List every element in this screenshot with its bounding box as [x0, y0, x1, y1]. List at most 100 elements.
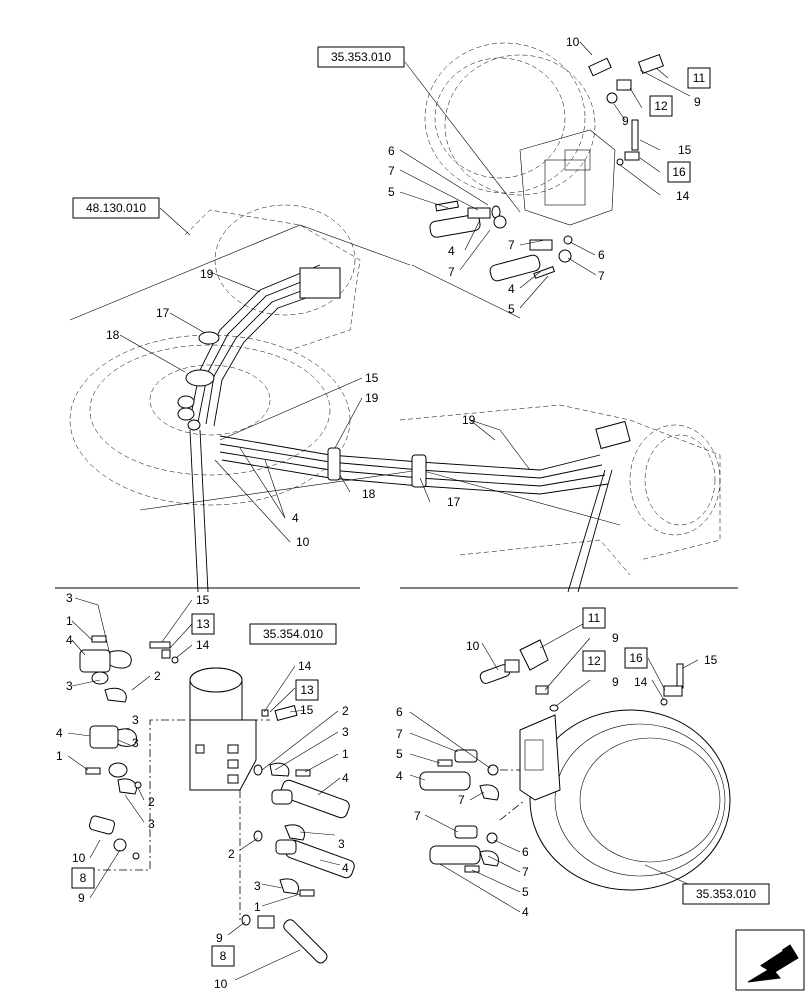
svg-text:13: 13	[196, 617, 210, 631]
svg-text:10: 10	[296, 535, 310, 549]
svg-text:16: 16	[629, 651, 643, 665]
svg-text:15: 15	[704, 653, 718, 667]
svg-text:14: 14	[298, 659, 312, 673]
bottom-left-parts	[79, 635, 179, 860]
svg-text:17: 17	[447, 495, 461, 509]
svg-text:9: 9	[694, 95, 701, 109]
svg-text:4: 4	[342, 861, 349, 875]
track-motor-bottom	[499, 709, 731, 891]
svg-text:13: 13	[300, 683, 314, 697]
svg-text:7: 7	[458, 793, 465, 807]
svg-text:35.353.010: 35.353.010	[696, 887, 756, 901]
svg-text:11: 11	[588, 611, 601, 625]
svg-text:2: 2	[148, 795, 155, 809]
svg-text:1: 1	[254, 900, 261, 914]
svg-text:15: 15	[300, 703, 314, 717]
svg-text:19: 19	[200, 267, 214, 281]
bottom-right-fittings	[419, 639, 684, 873]
svg-text:6: 6	[522, 845, 529, 859]
svg-text:10: 10	[72, 851, 86, 865]
svg-text:6: 6	[388, 144, 395, 158]
svg-text:10: 10	[466, 639, 480, 653]
svg-text:7: 7	[508, 238, 515, 252]
svg-text:1: 1	[66, 614, 73, 628]
svg-text:14: 14	[676, 189, 690, 203]
svg-text:7: 7	[388, 164, 395, 178]
svg-text:3: 3	[148, 817, 155, 831]
svg-text:5: 5	[388, 185, 395, 199]
svg-text:7: 7	[448, 265, 455, 279]
svg-text:4: 4	[342, 771, 349, 785]
svg-text:4: 4	[56, 726, 63, 740]
svg-text:7: 7	[414, 809, 421, 823]
arrow-left-down-icon[interactable]	[735, 929, 805, 991]
svg-text:18: 18	[362, 487, 376, 501]
svg-text:3: 3	[338, 837, 345, 851]
svg-text:10: 10	[214, 977, 228, 991]
reference-undercarriage[interactable]: 48.130.010	[72, 197, 160, 219]
svg-text:16: 16	[672, 165, 686, 179]
svg-text:4: 4	[522, 905, 529, 919]
callout-labels: 10 9 9 15 14 6 7 5 4 7 7 6 7 4 5 19 17 1…	[56, 35, 718, 991]
svg-text:14: 14	[196, 638, 210, 652]
svg-text:10: 10	[566, 35, 580, 49]
svg-text:18: 18	[106, 328, 120, 342]
reference-track-motor-top[interactable]: 35.353.010	[317, 46, 405, 68]
section-dividers	[55, 429, 738, 593]
svg-text:35.354.010: 35.354.010	[263, 627, 323, 641]
svg-text:2: 2	[154, 669, 161, 683]
svg-text:9: 9	[612, 631, 619, 645]
svg-text:3: 3	[66, 591, 73, 605]
boxed-callouts: 11 12 16 13 8 13 8 11 12 16	[71, 67, 711, 967]
svg-text:17: 17	[156, 306, 170, 320]
svg-text:3: 3	[254, 879, 261, 893]
svg-text:4: 4	[508, 282, 515, 296]
svg-text:8: 8	[220, 949, 227, 963]
svg-text:5: 5	[522, 885, 529, 899]
svg-text:3: 3	[342, 725, 349, 739]
svg-text:35.353.010: 35.353.010	[331, 50, 391, 64]
svg-text:11: 11	[693, 71, 706, 85]
svg-text:9: 9	[612, 675, 619, 689]
track-motor-top	[424, 42, 616, 226]
svg-text:3: 3	[132, 736, 139, 750]
svg-text:15: 15	[678, 143, 692, 157]
svg-text:12: 12	[587, 654, 601, 668]
svg-text:9: 9	[622, 114, 629, 128]
svg-text:8: 8	[80, 871, 87, 885]
leader-lines	[67, 41, 699, 981]
svg-text:9: 9	[216, 931, 223, 945]
svg-text:15: 15	[365, 371, 379, 385]
svg-text:4: 4	[292, 511, 299, 525]
undercarriage-frame	[69, 204, 721, 576]
svg-text:2: 2	[228, 847, 235, 861]
central-hoses	[177, 264, 631, 495]
svg-text:14: 14	[634, 675, 648, 689]
svg-text:12: 12	[654, 99, 668, 113]
svg-text:4: 4	[448, 244, 455, 258]
svg-text:5: 5	[508, 302, 515, 316]
reference-swivel-joint[interactable]: 35.354.010	[249, 623, 337, 645]
bottom-middle-hoses	[241, 704, 355, 964]
svg-text:6: 6	[396, 705, 403, 719]
svg-text:19: 19	[462, 413, 476, 427]
svg-text:7: 7	[522, 865, 529, 879]
svg-text:7: 7	[396, 727, 403, 741]
reference-track-motor-bottom[interactable]: 35.353.010	[682, 883, 770, 905]
svg-text:4: 4	[66, 633, 73, 647]
svg-text:19: 19	[365, 391, 379, 405]
svg-text:9: 9	[78, 891, 85, 905]
svg-text:1: 1	[342, 747, 349, 761]
svg-text:3: 3	[66, 679, 73, 693]
svg-text:2: 2	[342, 704, 349, 718]
swivel-joint-assembly	[90, 667, 270, 920]
svg-text:4: 4	[396, 769, 403, 783]
svg-text:5: 5	[396, 747, 403, 761]
svg-text:3: 3	[132, 713, 139, 727]
svg-text:1: 1	[56, 749, 63, 763]
top-right-fittings	[588, 53, 665, 166]
svg-text:48.130.010: 48.130.010	[86, 201, 146, 215]
svg-text:15: 15	[196, 593, 210, 607]
svg-text:6: 6	[598, 248, 605, 262]
